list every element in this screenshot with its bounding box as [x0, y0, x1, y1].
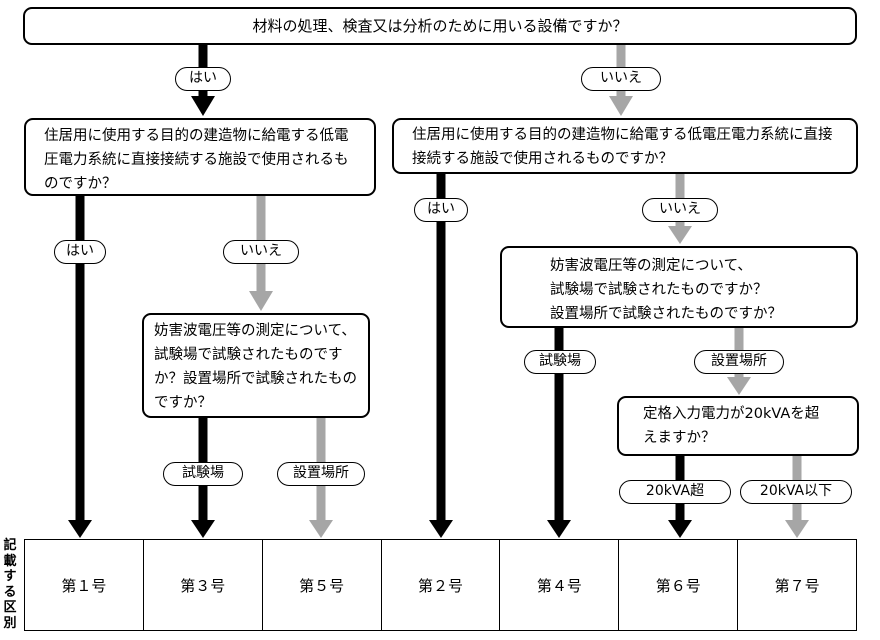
arrowhead-q6-over	[668, 520, 692, 538]
arrowhead-q4-install	[309, 520, 333, 538]
label-q5-install-site: 設置場所	[694, 350, 784, 374]
label-q5-test-site: 試験場	[524, 350, 596, 374]
label-q6-under: 20kVA以下	[740, 480, 852, 504]
label-q3-no: いいえ	[642, 198, 718, 222]
label-q1-yes: はい	[175, 67, 231, 91]
classification-cell-3: 第３号	[144, 540, 263, 630]
question-5-line-2: 試験場で試験されたものですか？	[550, 282, 768, 298]
arrowhead-q5-test	[547, 520, 571, 538]
arrowhead-q3-no	[668, 226, 692, 244]
label-q2-yes: はい	[54, 240, 106, 264]
question-5-line-1: 妨害波電圧等の測定について、	[550, 258, 752, 274]
arrowhead-q2-yes	[68, 520, 92, 538]
classification-table: 第１号 第３号 第５号 第２号 第４号 第６号 第７号	[24, 539, 857, 631]
classification-cell-2: 第２号	[382, 540, 501, 630]
arrowhead-q1-no	[609, 96, 633, 116]
label-q4-test-site: 試験場	[163, 462, 243, 486]
classification-cell-7: 第７号	[774, 576, 820, 595]
classification-header: 記載する区別	[3, 538, 17, 631]
question-2-box: 住居用に使用する目的の建造物に給電する低電圧電力系統に直接接続する施設で使用され…	[24, 118, 376, 196]
label-q4-install-site: 設置場所	[277, 462, 365, 486]
question-5-box: 妨害波電圧等の測定について、 試験場で試験されたものですか？ 設置場所で試験され…	[500, 246, 858, 328]
question-1-box: 材料の処理、検査又は分析のために用いる設備ですか？	[23, 7, 857, 45]
label-q1-no: いいえ	[581, 67, 661, 91]
question-4-box: 妨害波電圧等の測定について、試験場で試験されたものですか？設置場所で試験されたも…	[142, 313, 370, 418]
label-q2-no: いいえ	[223, 240, 299, 264]
label-q3-yes: はい	[414, 198, 468, 222]
arrowhead-q1-yes	[191, 96, 215, 116]
classification-cell-5: 第５号	[263, 540, 382, 630]
arrowhead-q4-test	[191, 520, 215, 538]
label-q6-over: 20kVA超	[619, 480, 731, 504]
question-6-box: 定格入力電力が20kVAを超えますか？	[617, 396, 859, 456]
classification-cell-1: 第１号	[25, 540, 144, 630]
question-3-box: 住居用に使用する目的の建造物に給電する低電圧電力系統に直接接続する施設で使用され…	[392, 118, 858, 174]
arrowhead-q2-no	[249, 291, 273, 311]
arrowhead-q5-install	[727, 377, 751, 395]
classification-cell-4: 第４号	[500, 540, 620, 630]
arrowhead-q6-under	[785, 520, 809, 538]
question-5-line-3: 設置場所で試験されたものですか？	[550, 306, 782, 322]
classification-cell-6: 第６号	[619, 540, 739, 630]
arrow-heads	[68, 96, 809, 538]
arrowhead-q3-yes	[429, 520, 453, 538]
